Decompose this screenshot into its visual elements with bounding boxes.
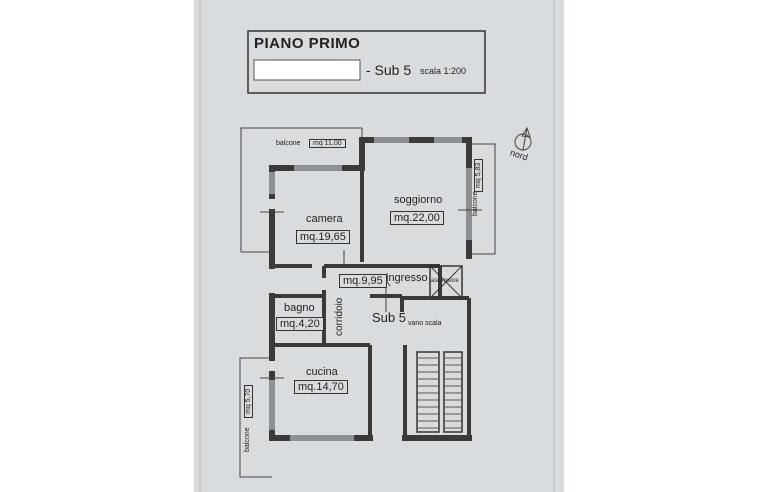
room-ingresso-label: ingresso bbox=[386, 272, 428, 284]
room-bagno-label: bagno bbox=[284, 302, 315, 314]
room-vano-scala-label: vano scala bbox=[408, 320, 442, 327]
room-camera-label: camera bbox=[306, 213, 343, 225]
room-bagno-area: mq.4,20 bbox=[276, 317, 324, 331]
balcony-left-area: mq 5,70 bbox=[244, 384, 253, 418]
title-block-frame bbox=[247, 30, 486, 94]
balcony-left-label: balcone bbox=[244, 427, 251, 452]
room-cucina-area: mq.14,70 bbox=[294, 380, 348, 394]
drawing-sheet: PIANO PRIMO - Sub 5 scala 1:200 nord bal… bbox=[194, 0, 564, 492]
room-cucina-label: cucina bbox=[306, 366, 338, 378]
unit-sub5-label: Sub 5 bbox=[372, 310, 406, 325]
room-ingresso-area: mq.9,95 bbox=[339, 274, 387, 288]
room-ascensore-label: ascensore bbox=[431, 278, 459, 284]
balcony-right-area: mq 5,83 bbox=[474, 158, 483, 192]
balcony-top-label: balcone bbox=[276, 140, 301, 147]
stairs-icon bbox=[416, 351, 463, 433]
balcony-top-area: mq 11,00 bbox=[309, 139, 346, 148]
balcony-right-label: balcone bbox=[472, 191, 479, 216]
room-soggiorno-area: mq.22,00 bbox=[390, 211, 444, 225]
balcony-right-outline bbox=[469, 143, 496, 255]
floor-plan bbox=[199, 0, 555, 492]
elevator-icon bbox=[429, 265, 463, 299]
plan-title: PIANO PRIMO bbox=[254, 35, 361, 52]
interior-walls bbox=[272, 168, 471, 438]
scale-label: scala 1:200 bbox=[420, 66, 467, 76]
room-soggiorno-label: soggiorno bbox=[394, 194, 443, 206]
room-corridoio-label: corridoio bbox=[334, 297, 345, 336]
north-arrow-icon bbox=[514, 126, 532, 151]
redacted-address bbox=[253, 59, 361, 81]
window-openings bbox=[269, 137, 472, 441]
balcony-top-outline bbox=[240, 127, 362, 253]
unit-sub-label: - Sub 5 bbox=[366, 62, 412, 78]
room-camera-area: mq.19,65 bbox=[296, 230, 350, 244]
balcony-left-outline bbox=[239, 357, 272, 478]
